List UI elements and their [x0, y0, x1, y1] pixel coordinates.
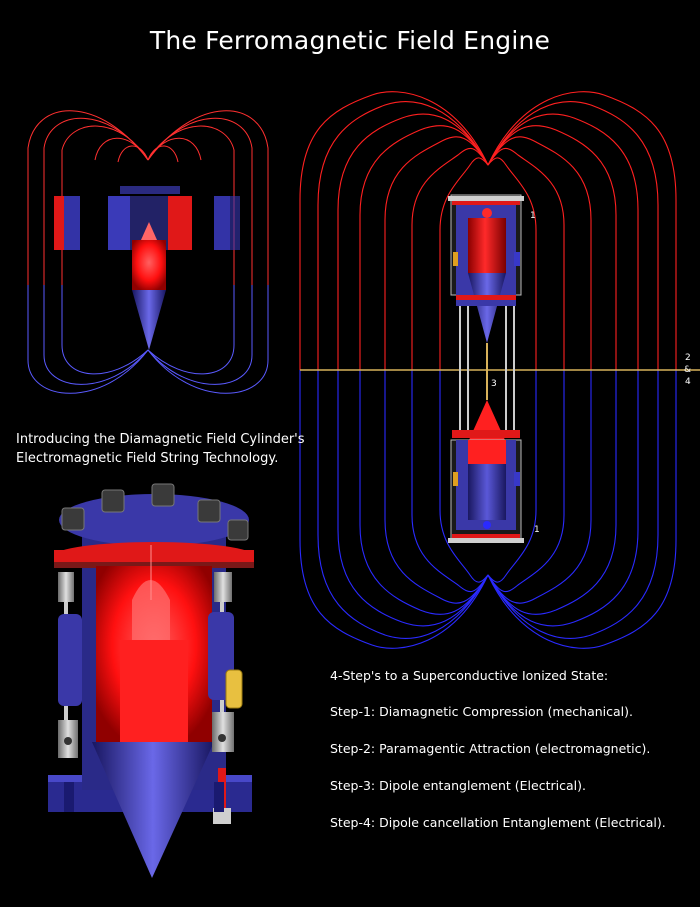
step-1: Step-1: Diamagnetic Compression (mechani… [330, 704, 634, 719]
small-field-lines-south [27, 285, 269, 394]
label-step-1-bottom: 1 [534, 525, 540, 535]
page-title: The Ferromagnetic Field Engine [149, 26, 551, 55]
step-4: Step-4: Dipole cancellation Entanglement… [330, 815, 666, 830]
large-field-lines-north [299, 91, 677, 370]
steps-heading: 4-Step's to a Superconductive Ionized St… [330, 668, 609, 683]
left-standoff [58, 572, 82, 758]
label-step-2: 2 [685, 353, 691, 363]
lower-engine-unit [448, 400, 524, 543]
cylinder-3d-render [48, 483, 254, 878]
small-field-lines-north [27, 110, 269, 285]
label-ampersand: & [684, 365, 691, 375]
small-field-diagram [27, 110, 269, 394]
upper-engine-unit [448, 194, 524, 343]
step-2: Step-2: Paramagentic Attraction (electro… [330, 741, 651, 756]
small-blue-cone [132, 290, 166, 350]
intro-line-1: Introducing the Diamagnetic Field Cylind… [16, 432, 305, 447]
top-bolts [61, 483, 249, 541]
large-field-lines-south [299, 370, 677, 649]
label-step-4: 4 [685, 377, 691, 387]
intro-line-2: Electromagnetic Field String Technology. [16, 451, 279, 466]
small-red-cylinder [132, 240, 166, 290]
intro-text: Introducing the Diamagnetic Field Cylind… [16, 430, 316, 468]
label-step-1-top: 1 [530, 211, 536, 221]
step-3: Step-3: Dipole entanglement (Electrical)… [330, 778, 586, 793]
label-step-3: 3 [491, 379, 497, 389]
large-field-diagram [299, 91, 700, 649]
